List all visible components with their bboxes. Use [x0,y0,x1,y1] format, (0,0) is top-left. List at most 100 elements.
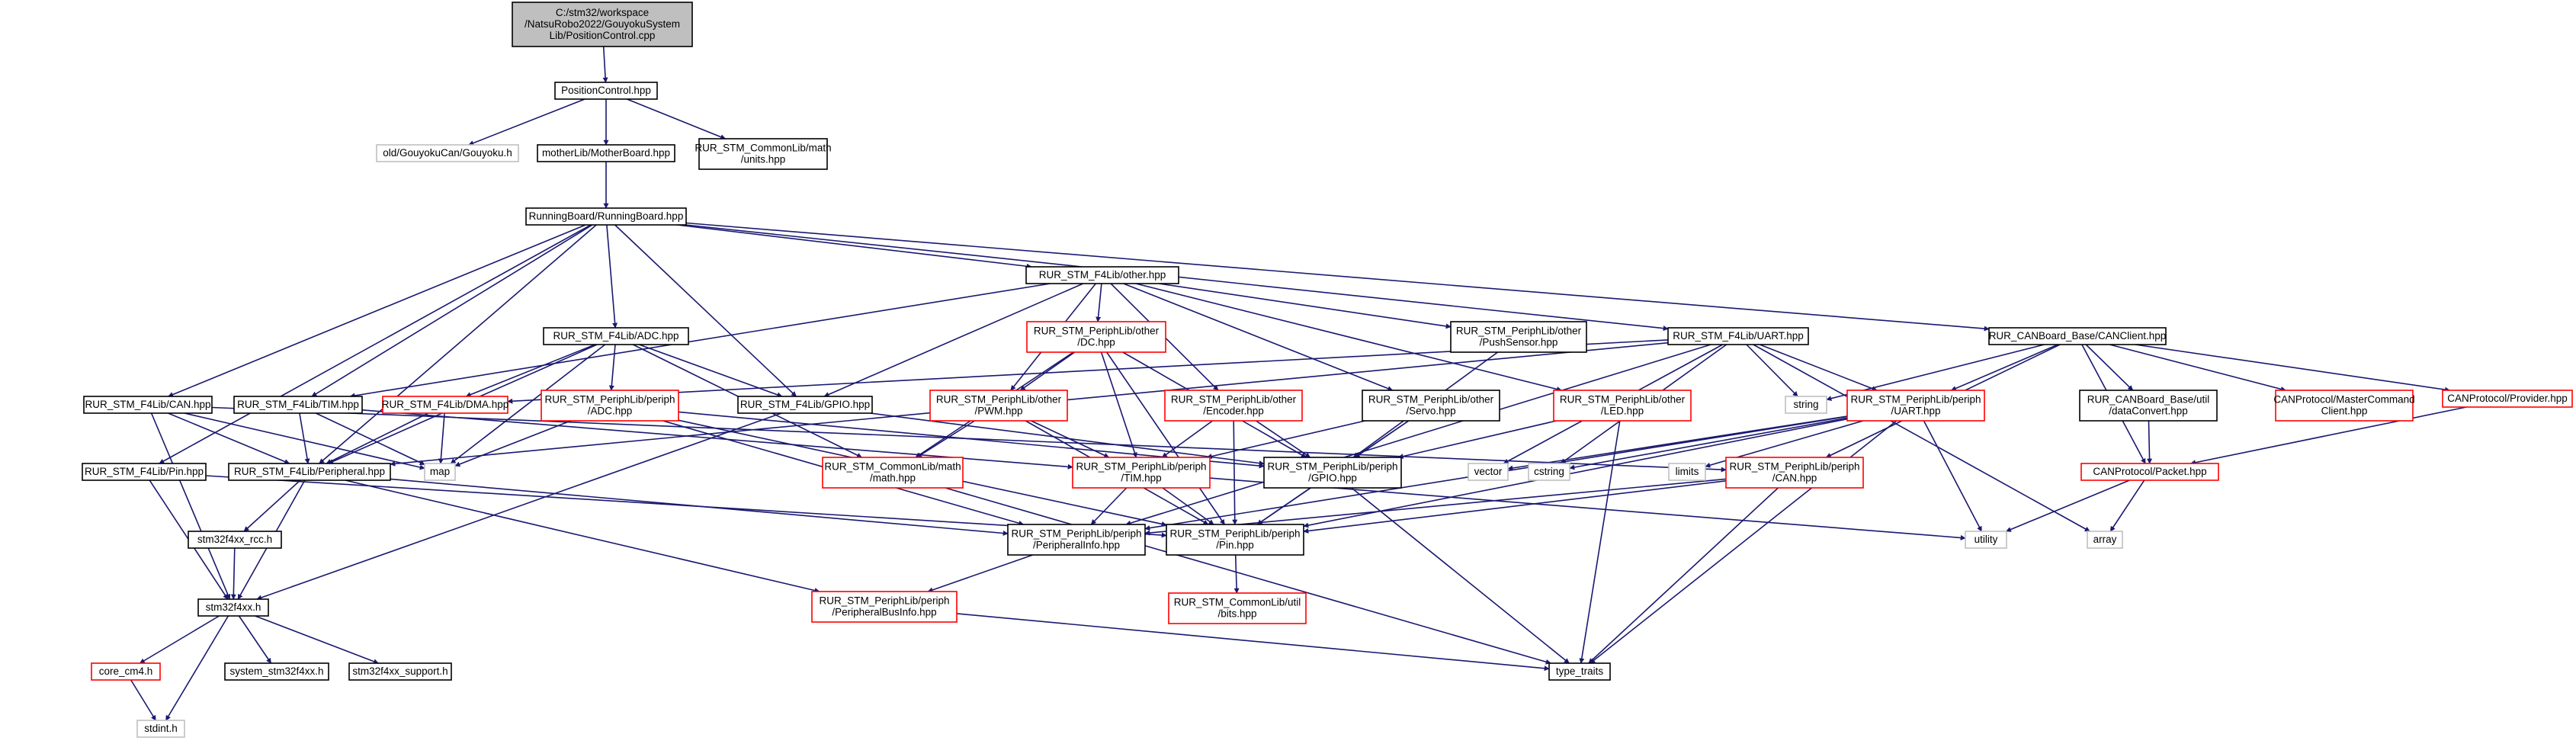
node-label-packet-0: CANProtocol/Packet.hpp [2093,466,2206,477]
node-box-ptim [1072,457,1211,489]
edge-pwm-to-ptim [1031,420,1110,458]
edge-encoder-to-ppin [1232,420,1238,525]
edge-packet-to-utility [2005,479,2130,532]
node-bits[interactable]: RUR_STM_CommonLib/util/bits.hpp [1168,592,1307,624]
node-label-dataconv-0: RUR_CANBoard_Base/util [2087,394,2210,406]
edge-ptim-to-ppin [1162,487,1214,525]
node-label-provider-0: CANProtocol/Provider.hpp [2447,393,2568,404]
edge-ppin-to-bits [1233,554,1240,594]
node-stdint[interactable]: stdint.h [136,720,185,738]
node-limits[interactable]: limits [1668,463,1706,481]
node-pwm[interactable]: RUR_STM_PeriphLib/other/PWM.hpp [929,390,1068,422]
edge-running-to-gpio [614,224,797,397]
node-stm32[interactable]: stm32f4xx.h [197,598,269,617]
node-provider[interactable]: CANProtocol/Provider.hpp [2442,390,2573,408]
edge-periphera-to-pinfo [390,478,1009,536]
node-packet[interactable]: CANProtocol/Packet.hpp [2080,463,2219,481]
edge-other-to-push [1158,283,1452,329]
edge-running-to-adc [606,224,618,329]
node-canclient[interactable]: RUR_CANBoard_Base/CANClient.hpp [1988,327,2167,345]
node-box-vector [1468,463,1509,481]
node-label-ptim-0: RUR_STM_PeriphLib/periph [1076,461,1206,473]
node-label-ppin-0: RUR_STM_PeriphLib/periph [1169,528,1300,540]
node-corecm4[interactable]: core_cm4.h [91,662,161,681]
edge-adc-to-map [450,344,606,464]
edge-stm32-to-support [255,615,379,665]
node-box-push [1450,321,1587,353]
node-servo[interactable]: RUR_STM_PeriphLib/other/Servo.hpp [1362,390,1500,422]
node-gpio[interactable]: RUR_STM_F4Lib/GPIO.hpp [737,396,873,414]
node-other[interactable]: RUR_STM_F4Lib/other.hpp [1025,266,1179,284]
node-label-can-0: RUR_STM_F4Lib/CAN.hpp [85,399,210,410]
edge-adc-to-dma [465,344,595,397]
node-pgpio[interactable]: RUR_STM_PeriphLib/periph/GPIO.hpp [1263,457,1402,489]
node-led[interactable]: RUR_STM_PeriphLib/other/LED.hpp [1553,390,1692,422]
node-box-support [348,662,452,681]
node-ppin[interactable]: RUR_STM_PeriphLib/periph/Pin.hpp [1166,524,1304,556]
node-label-gouyoku-0: old/GouyokuCan/Gouyoku.h [383,147,512,159]
node-dc[interactable]: RUR_STM_PeriphLib/other/DC.hpp [1026,321,1166,353]
edge-running-to-can [168,224,586,397]
node-box-running [525,207,687,226]
node-dataconv[interactable]: RUR_CANBoard_Base/util/dataConvert.hpp [2079,390,2218,422]
node-gouyoku[interactable]: old/GouyokuCan/Gouyoku.h [376,144,519,162]
node-encoder[interactable]: RUR_STM_PeriphLib/other/Encoder.hpp [1164,390,1303,422]
node-puart[interactable]: RUR_STM_PeriphLib/periph/UART.hpp [1846,390,1985,422]
node-box-encoder [1164,390,1303,422]
node-pcan[interactable]: RUR_STM_PeriphLib/periph/CAN.hpp [1725,457,1864,489]
edge-mathhpp-to-typetraits [945,487,1551,665]
node-box-canclient [1988,327,2167,345]
node-label-master-0: CANProtocol/MasterCommand [2273,394,2414,406]
node-rcc[interactable]: stm32f4xx_rcc.h [188,531,282,549]
edge-other-to-led [1135,283,1562,392]
node-busi[interactable]: RUR_STM_PeriphLib/periph/PeripheralBusIn… [811,591,958,623]
node-tim[interactable]: RUR_STM_F4Lib/TIM.hpp [233,396,363,414]
node-box-map [424,463,456,481]
node-support[interactable]: stm32f4xx_support.h [348,662,452,681]
node-utility[interactable]: utility [1965,531,2007,549]
node-array[interactable]: array [2087,531,2123,549]
node-adc[interactable]: RUR_STM_F4Lib/ADC.hpp [543,327,689,345]
edge-stm32-to-corecm4 [139,615,220,664]
node-typetraits[interactable]: type_traits [1548,662,1611,681]
node-box-corecm4 [91,662,161,681]
node-label-pcan-0: RUR_STM_PeriphLib/periph [1729,461,1859,473]
node-periphera[interactable]: RUR_STM_F4Lib/Peripheral.hpp [228,463,391,481]
node-label-pwm-0: RUR_STM_PeriphLib/other [936,394,1062,406]
node-label-pin-0: RUR_STM_F4Lib/Pin.hpp [85,466,204,477]
node-pin[interactable]: RUR_STM_F4Lib/Pin.hpp [82,463,207,481]
node-cstring[interactable]: cstring [1528,463,1570,481]
node-label-uart-0: RUR_STM_F4Lib/UART.hpp [1673,330,1804,342]
node-units[interactable]: RUR_STM_CommonLib/math/units.hpp [695,138,832,170]
node-ptim[interactable]: RUR_STM_PeriphLib/periph/TIM.hpp [1072,457,1211,489]
node-mother[interactable]: motherLib/MotherBoard.hpp [537,144,675,162]
node-box-can [83,396,213,414]
node-running[interactable]: RunningBoard/RunningBoard.hpp [525,207,687,226]
edge-dma-to-periphera [326,412,429,464]
edge-canclient-to-puart [1950,344,2058,391]
node-map[interactable]: map [424,463,456,481]
node-mathhpp[interactable]: RUR_STM_CommonLib/math/math.hpp [822,457,964,489]
node-dma[interactable]: RUR_STM_F4Lib/DMA.hpp [382,396,509,414]
node-box-utility [1965,531,2007,549]
edge-canclient-to-master [2109,344,2286,392]
edge-poshpp-to-units [627,98,727,140]
node-pinfo[interactable]: RUR_STM_PeriphLib/periph/PeripheralInfo.… [1007,524,1146,556]
node-string[interactable]: string [1785,396,1827,414]
node-periphadc[interactable]: RUR_STM_PeriphLib/periph/ADC.hpp [541,390,679,422]
node-box-pin [82,463,207,481]
node-can[interactable]: RUR_STM_F4Lib/CAN.hpp [83,396,213,414]
node-uart[interactable]: RUR_STM_F4Lib/UART.hpp [1667,327,1809,345]
node-label-master-1: Client.hpp [2321,406,2368,417]
edge-can-to-stm32 [150,412,231,600]
node-push[interactable]: RUR_STM_PeriphLib/other/PushSensor.hpp [1450,321,1587,353]
node-poshpp[interactable]: PositionControl.hpp [554,82,658,100]
node-vector[interactable]: vector [1468,463,1509,481]
node-label-pgpio-1: /GPIO.hpp [1308,473,1357,484]
node-box-pwm [929,390,1068,422]
edge-uart-to-puart [1759,344,1878,391]
node-system[interactable]: system_stm32f4xx.h [224,662,329,681]
edge-dataconv-to-packet [2147,420,2153,464]
